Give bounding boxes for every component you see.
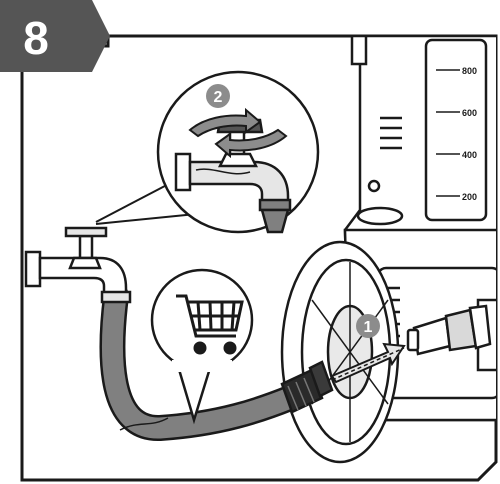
tank-scale-label: 400 <box>462 150 477 160</box>
garden-hose-fill <box>101 285 301 439</box>
callout-2: 2 <box>206 84 230 108</box>
step-badge: 8 <box>0 0 110 72</box>
rotate-arrows-icon <box>188 107 288 159</box>
cart-bubble <box>150 268 254 425</box>
water-tap <box>24 226 132 304</box>
water-line <box>119 417 169 431</box>
water-inlet-fitting <box>406 304 492 356</box>
shopping-cart-icon <box>176 294 244 355</box>
wheel <box>280 240 400 464</box>
push-arrow-icon <box>330 342 406 384</box>
tank-scale-label: 200 <box>462 192 477 202</box>
callout-1-label: 1 <box>364 319 373 336</box>
callout-1: 1 <box>356 314 380 338</box>
tap-detail-bubble: 2 <box>95 70 320 234</box>
tank-scale-label: 600 <box>462 108 477 118</box>
step-number: 8 <box>23 12 49 64</box>
hose-connector <box>280 360 334 414</box>
tank-scale: 800 600 400 200 <box>436 66 477 202</box>
callout-2-label: 2 <box>214 89 223 106</box>
tank-scale-label: 800 <box>462 66 477 76</box>
